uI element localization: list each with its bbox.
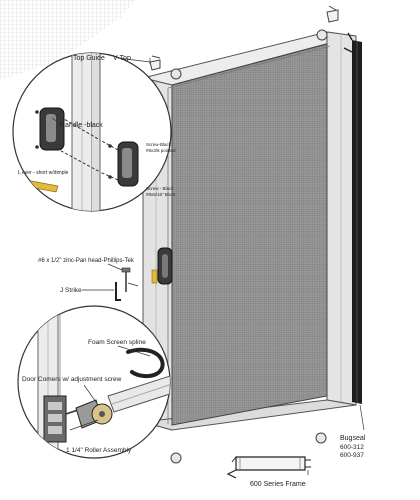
corner-roller-detail-inset	[17, 305, 171, 459]
label-roller-assembly: 1 1/4" Roller Assembly	[66, 447, 132, 454]
label-600-series-frame: 600 Series Frame	[250, 481, 306, 488]
label-door-corners: Door Comers w/ adjustment screw	[22, 376, 122, 383]
leader-lines	[51, 57, 365, 475]
door-handle	[157, 247, 173, 285]
door-assembly	[142, 5, 362, 464]
label-lever: L ever - short w/dimple	[18, 170, 69, 176]
top-guide-left	[149, 55, 161, 71]
background-mesh	[0, 0, 135, 80]
label-pan-head-screw: #6 x 1/2" zinc-Pan head-Phillips-Tek	[38, 258, 135, 264]
label-screw-blunt-2: #8x5/16" Blunt	[146, 192, 176, 197]
j-strike	[115, 282, 139, 301]
inset-foam-spline	[126, 347, 165, 379]
door-lever	[151, 269, 158, 284]
frame-profile-600	[226, 456, 311, 479]
label-screw-pointed-1: Screw-Black	[146, 142, 172, 147]
top-roller-left	[170, 68, 182, 80]
screen-mesh	[171, 43, 328, 426]
bottom-roller-right	[315, 432, 327, 444]
label-handle-black: Handle -black	[60, 122, 103, 129]
label-j-strike: J Strike	[60, 287, 82, 294]
label-bugseal: Bugseal	[340, 435, 366, 442]
door-right-stile	[326, 31, 357, 406]
pan-head-screw	[121, 267, 131, 292]
top-roller-right	[316, 29, 328, 41]
label-foam-spline: Foam Screen spline	[88, 339, 146, 346]
label-screw-blunt-1: Screw - Black	[146, 186, 174, 191]
inset-door-corner	[43, 395, 67, 443]
handle-detail-inset	[12, 52, 172, 212]
label-top-guide: Top Guide	[73, 55, 105, 62]
label-part-600-937: 600-937	[340, 452, 364, 459]
bottom-roller-left	[170, 452, 182, 464]
label-part-600-312: 600-312	[340, 444, 364, 451]
label-v-top: V-Top	[113, 55, 131, 62]
label-screw-pointed-2: #8x3/8 pointed	[146, 148, 176, 153]
top-guide-right	[326, 5, 339, 23]
labels: Top Guide V-Top Handle -black L ever - s…	[18, 55, 366, 488]
